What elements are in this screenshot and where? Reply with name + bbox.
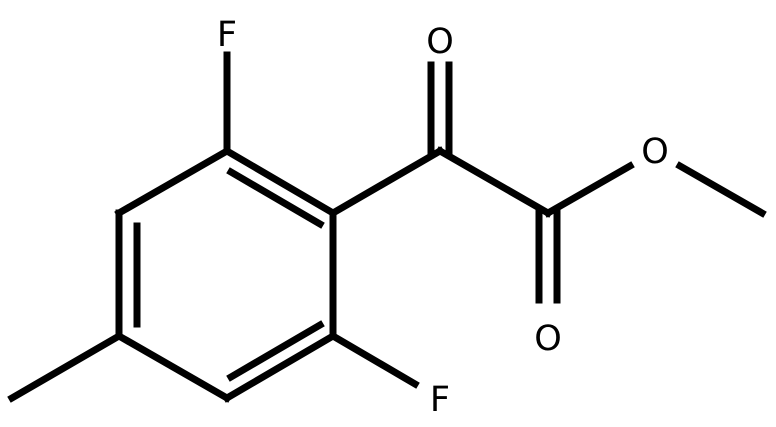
atom-label-fluorine-top: F — [217, 15, 237, 55]
bond-o-methyl — [675, 161, 767, 218]
ring-bond-c1-c2 — [222, 146, 338, 218]
bond-c4-methyl — [7, 331, 124, 403]
ring-bond-c5-c6 — [222, 331, 338, 403]
atom-label-fluorine-bottom: F — [430, 380, 450, 420]
bonds — [7, 51, 767, 403]
atom-labels: F O O O F — [217, 15, 669, 420]
atom-label-oxygen-carbonyl: O — [534, 319, 562, 359]
bond-ketone-ester-c — [435, 146, 553, 218]
ring-bond-c5-c6-inner — [226, 320, 325, 382]
bond-ring-ketone-c — [328, 146, 445, 218]
ring-bond-c1-c2-inner — [226, 167, 325, 229]
ring-bond-c4-c5 — [114, 331, 232, 403]
bond-ester-c-o — [543, 161, 635, 218]
atom-label-oxygen-ester: O — [641, 132, 669, 172]
bond-c6-f — [328, 331, 420, 389]
ring-bond-c2-c3 — [114, 146, 232, 218]
atom-label-oxygen-ketone: O — [426, 22, 454, 62]
